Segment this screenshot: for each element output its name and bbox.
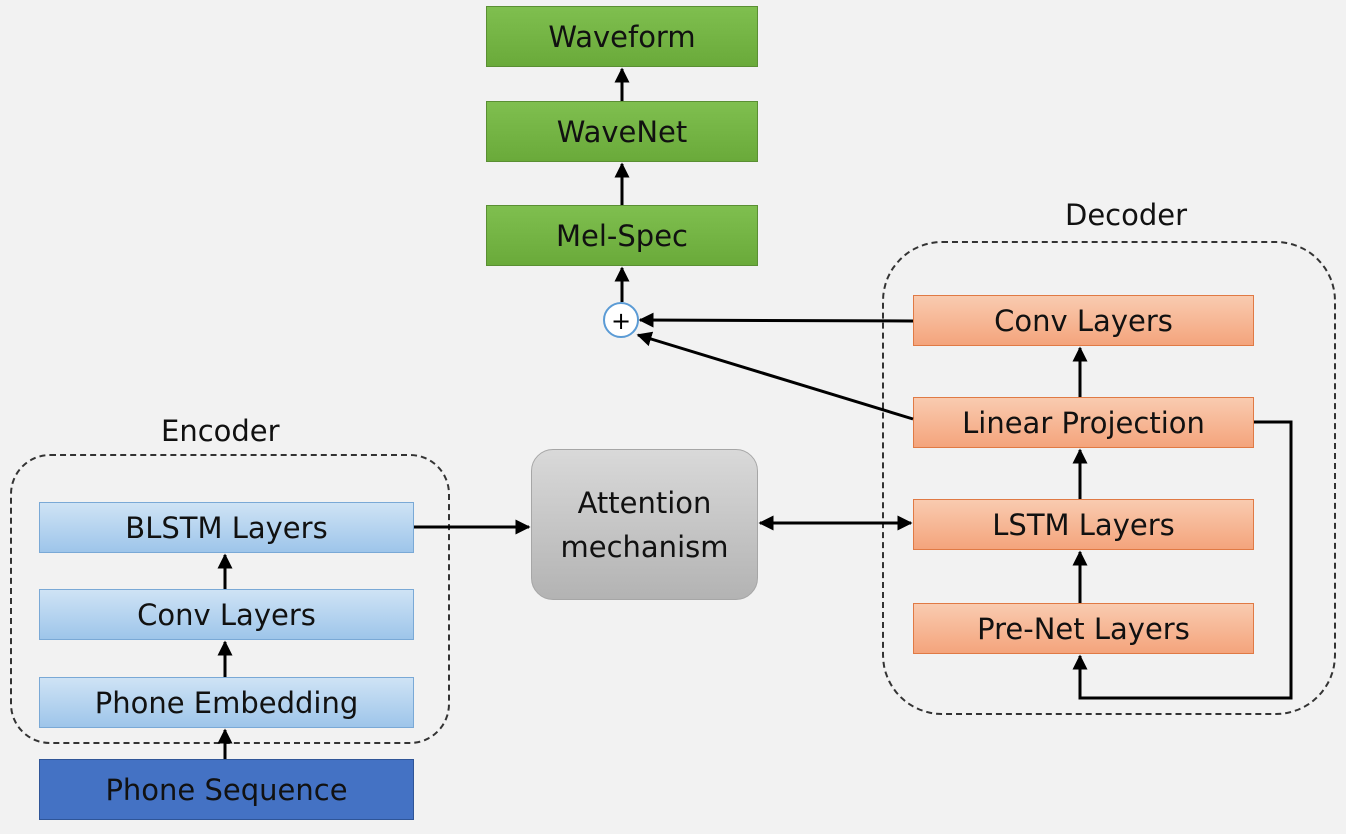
sum-node	[603, 302, 639, 338]
arrow-linear-to-sum	[636, 331, 914, 421]
arrow-conv-to-sum	[638, 312, 914, 328]
decoder-title: Decoder	[1065, 198, 1188, 232]
encoder-blstm-box: BLSTM Layers	[39, 502, 414, 553]
prenet-layers-box: Pre-Net Layers	[913, 603, 1254, 654]
arrow-linear-feedback-to-prenet	[1072, 420, 1293, 700]
attention-line-2: mechanism	[560, 529, 729, 564]
waveform-box: Waveform	[486, 6, 758, 67]
wavenet-box: WaveNet	[486, 101, 758, 162]
linear-projection-box: Linear Projection	[913, 397, 1254, 448]
sum-symbol: +	[611, 307, 631, 335]
melspec-box: Mel-Spec	[486, 205, 758, 266]
decoder-group	[882, 241, 1336, 715]
encoder-conv-box: Conv Layers	[39, 589, 414, 640]
decoder-conv-box: Conv Layers	[913, 295, 1254, 346]
attention-line-1: Attention	[577, 485, 712, 520]
encoder-title: Encoder	[161, 414, 280, 448]
attention-box: Attention mechanism	[531, 449, 758, 600]
phone-embedding-box: Phone Embedding	[39, 677, 414, 728]
phone-sequence-box: Phone Sequence	[39, 759, 414, 820]
lstm-layers-box: LSTM Layers	[913, 499, 1254, 550]
